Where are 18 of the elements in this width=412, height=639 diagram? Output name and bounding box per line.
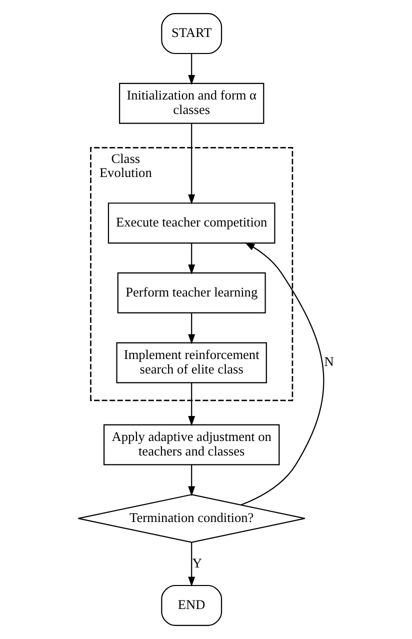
node-diamond: Termination condition? — [77, 494, 305, 543]
node-box: Apply adaptive adjustment on teachers and classes — [102, 424, 280, 466]
edge-label: Y — [192, 555, 202, 570]
edge-label: N — [324, 354, 334, 370]
node-box: Initialization and form α classes — [118, 82, 264, 124]
arrow — [188, 542, 195, 587]
arrow — [188, 54, 195, 85]
arrow — [240, 242, 324, 506]
node-box: Execute teacher competition — [107, 202, 275, 244]
node-box: START — [160, 13, 222, 54]
node-box: END — [160, 584, 222, 626]
arrow — [188, 382, 195, 426]
arrow — [188, 313, 195, 344]
node-box: Perform teacher learning — [116, 272, 266, 314]
arrow — [188, 123, 195, 204]
arrow — [188, 243, 195, 274]
node-box: Implement reinforcement search of elite class — [116, 342, 266, 384]
arrow — [188, 465, 195, 496]
